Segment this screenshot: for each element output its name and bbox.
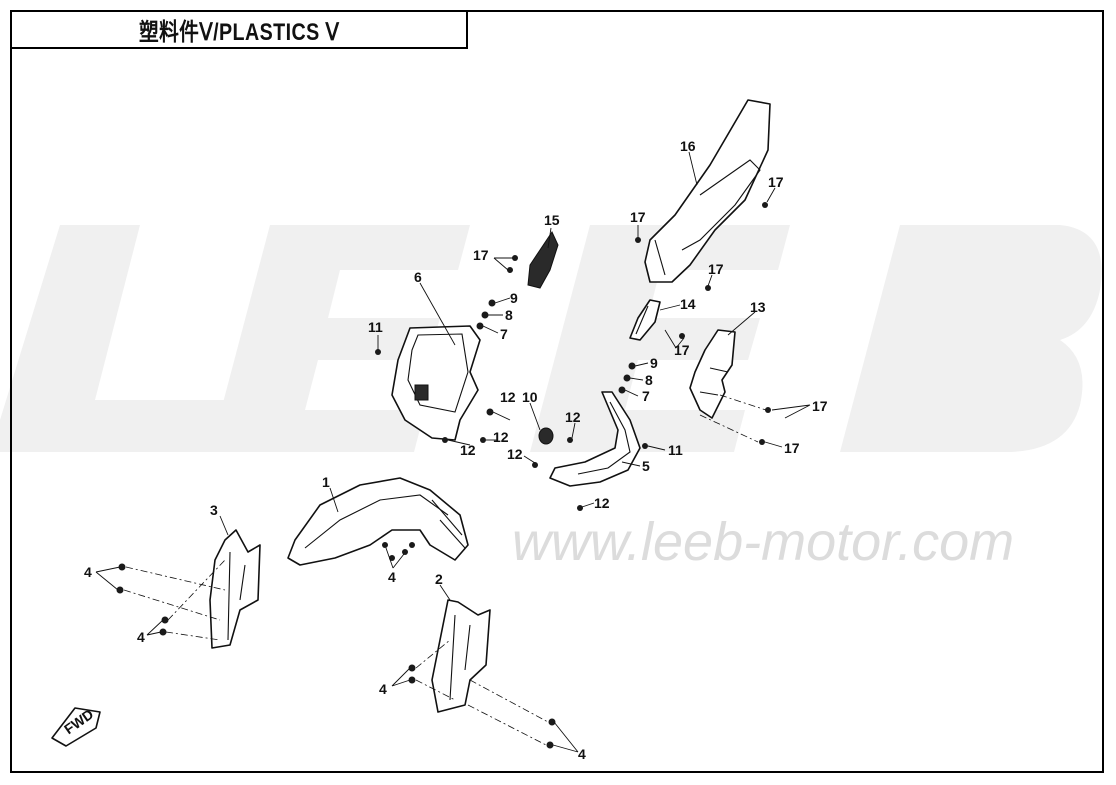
callout-12: 12 [507, 446, 523, 462]
watermark-letter-l [0, 225, 225, 452]
callout-10: 10 [522, 389, 538, 405]
diagram-frame [10, 10, 1104, 773]
callout-7: 7 [642, 388, 650, 404]
callout-14: 14 [680, 296, 696, 312]
callout-8: 8 [645, 372, 653, 388]
callout-numbers: 1 2 3 4 4 4 4 4 5 6 7 7 8 8 9 9 10 11 11… [84, 138, 828, 762]
part-6-headlight-cover [391, 325, 481, 441]
callout-1: 1 [322, 474, 330, 490]
fasteners [116, 202, 771, 749]
callout-3: 3 [210, 502, 218, 518]
part-3-fork-guard-left [209, 529, 261, 649]
callout-12: 12 [500, 389, 516, 405]
callout-8: 8 [505, 307, 513, 323]
callout-12: 12 [594, 495, 610, 511]
callout-11: 11 [668, 442, 683, 458]
part-14-strip [629, 299, 661, 341]
callout-4: 4 [379, 681, 387, 697]
callout-13: 13 [750, 299, 766, 315]
part-13-side-cover [689, 329, 736, 419]
callout-16: 16 [680, 138, 696, 154]
watermark-url: www.leeb-motor.com [512, 512, 1014, 572]
part-5-lower-cover [549, 391, 641, 487]
part-16-side-panel [644, 99, 771, 283]
callout-5: 5 [642, 458, 650, 474]
watermark-letter-b [840, 225, 1102, 452]
part-10-clip [538, 427, 554, 445]
page-title: 塑料件Ⅴ/PLASTICS Ⅴ [138, 19, 340, 46]
part-1-front-fender [287, 477, 469, 566]
callout-17: 17 [674, 342, 690, 358]
callout-17: 17 [768, 174, 784, 190]
watermark-logo [0, 225, 1102, 452]
leader-lines [95, 151, 811, 753]
callout-17: 17 [473, 247, 489, 263]
callout-11: 11 [368, 319, 383, 335]
title-box: 塑料件Ⅴ/PLASTICS Ⅴ [10, 10, 468, 49]
callout-17: 17 [784, 440, 800, 456]
callout-4: 4 [84, 564, 92, 580]
part-15-bracket [527, 230, 559, 289]
callout-2: 2 [435, 571, 443, 587]
callout-17: 17 [630, 209, 646, 225]
fwd-direction-arrow: FWD [51, 706, 101, 747]
callout-17: 17 [708, 261, 724, 277]
callout-9: 9 [650, 355, 658, 371]
watermark-letter-e1 [210, 225, 470, 452]
callout-12: 12 [565, 409, 581, 425]
callout-7: 7 [500, 326, 508, 342]
callout-17: 17 [812, 398, 828, 414]
callout-9: 9 [510, 290, 518, 306]
callout-12: 12 [460, 442, 476, 458]
callout-6: 6 [414, 269, 422, 285]
callout-12: 12 [493, 429, 509, 445]
callout-4: 4 [578, 746, 586, 762]
callout-15: 15 [544, 212, 560, 228]
watermark-letter-e2 [530, 225, 790, 452]
callout-4: 4 [388, 569, 396, 585]
callout-4: 4 [137, 629, 145, 645]
